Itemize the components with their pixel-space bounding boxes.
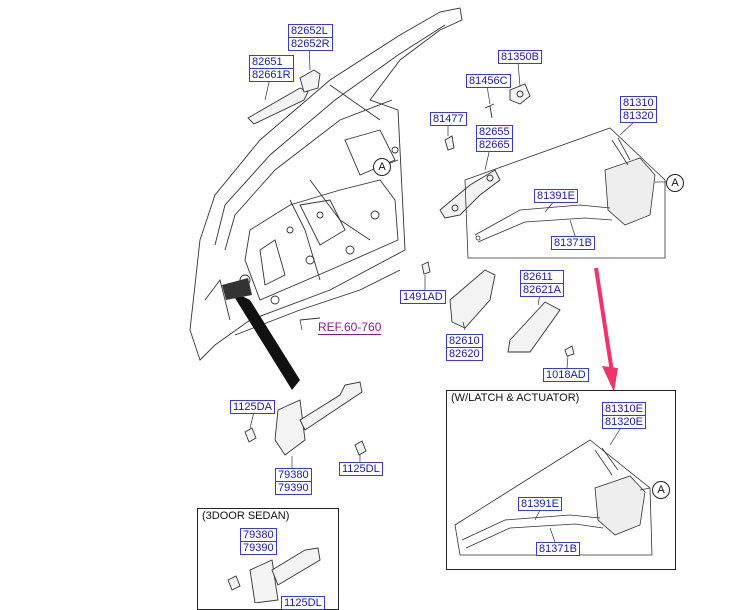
part-label-81477[interactable]: 81477	[430, 112, 467, 126]
part-label-81371b-lower[interactable]: 81371B	[536, 542, 580, 556]
latch-assembly	[604, 157, 656, 226]
door-shell	[189, 7, 463, 361]
part-label-1125da[interactable]: 1125DA	[230, 400, 275, 414]
part-label-79390[interactable]: 79390	[275, 482, 312, 495]
part-label-81350b[interactable]: 81350B	[498, 50, 542, 64]
part-label-79380[interactable]: 79380	[275, 468, 312, 482]
part-label-82661r[interactable]: 82661R	[249, 69, 294, 82]
inside-handle	[507, 301, 561, 353]
callout-a-lower: A	[652, 481, 670, 499]
part-label-79390-sedan[interactable]: 79390	[240, 542, 277, 555]
part-label-81391e-lower[interactable]: 81391E	[518, 497, 562, 511]
part-label-82621a[interactable]: 82621A	[520, 284, 564, 297]
part-label-82611[interactable]: 82611	[520, 270, 564, 284]
attention-arrow	[594, 267, 614, 373]
part-label-1491ad[interactable]: 1491AD	[400, 290, 446, 304]
part-label-81456c[interactable]: 81456C	[466, 74, 511, 88]
part-label-81371b[interactable]: 81371B	[551, 236, 595, 250]
three-door-sedan-frame: (3DOOR SEDAN)	[197, 508, 339, 610]
part-label-81310e[interactable]: 81310E	[602, 402, 646, 416]
three-door-checker	[249, 559, 279, 603]
callout-a-upper-right: A	[666, 174, 684, 192]
part-label-81320e[interactable]: 81320E	[602, 416, 646, 429]
part-label-82665[interactable]: 82665	[476, 139, 513, 152]
part-label-81391e[interactable]: 81391E	[534, 189, 578, 203]
latch-actuator-assembly	[594, 475, 646, 536]
part-label-81320[interactable]: 81320	[620, 110, 657, 123]
inside-handle-bracket	[449, 269, 496, 329]
part-label-82620[interactable]: 82620	[446, 348, 483, 361]
door-checker	[274, 399, 306, 456]
part-label-82651[interactable]: 82651	[249, 55, 294, 69]
part-label-1125dl[interactable]: 1125DL	[339, 462, 383, 476]
latch-actuator-frame: (W/LATCH & ACTUATOR)	[446, 390, 676, 570]
part-label-82655[interactable]: 82655	[476, 125, 513, 139]
three-door-sedan-frame-title: (3DOOR SEDAN)	[202, 510, 290, 522]
outside-handle	[247, 87, 309, 125]
part-label-81310[interactable]: 81310	[620, 96, 657, 110]
part-label-79380-sedan[interactable]: 79380	[240, 528, 277, 542]
part-label-1125dl-sedan[interactable]: 1125DL	[281, 596, 325, 610]
part-label-82610[interactable]: 82610	[446, 334, 483, 348]
latch-actuator-frame-title: (W/LATCH & ACTUATOR)	[451, 392, 580, 404]
part-label-82652r[interactable]: 82652R	[288, 38, 333, 51]
part-label-82652l[interactable]: 82652L	[288, 24, 333, 38]
callout-a-upper-left: A	[373, 158, 391, 176]
part-label-1018ad[interactable]: 1018AD	[543, 368, 589, 382]
reference-link[interactable]: REF.60-760	[318, 320, 382, 335]
hinge-strap-indicator	[230, 290, 300, 390]
